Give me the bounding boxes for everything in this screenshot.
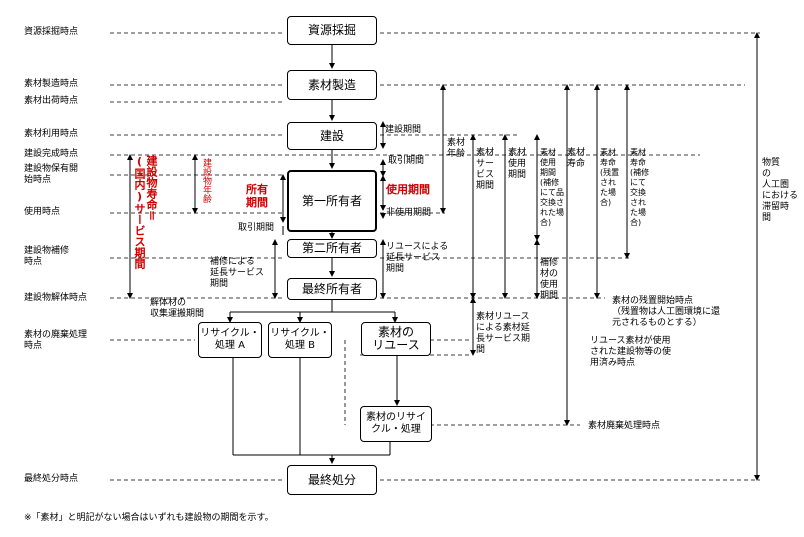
box-final-owner: 最終所有者 (287, 278, 377, 300)
timepoint-resource-mining: 資源採掘時点 (24, 27, 79, 37)
label-material-reuse-extension: 素材リユース による素材延 長サービス期 間 (476, 312, 531, 355)
label-material-service: 素材 サー ビス 期間 (476, 148, 495, 191)
label-material-use-period: 素材 使用 期間 (508, 148, 527, 180)
timepoint-repair: 建設物補修 時点 (24, 246, 70, 267)
box-material-production: 素材製造 (287, 70, 377, 100)
timepoint-construction-complete: 建設完成時点 (24, 149, 79, 159)
label-material-life-left: 素材 寿命 (残置 され た場 合) (600, 148, 620, 207)
label-material-use-period-repair: 素材 使用 期間 (補修 にて品 交換さ れた場 合) (540, 148, 564, 227)
label-usage-period: 使用期間 (386, 183, 430, 196)
label-ownership-period: 所有 期間 (246, 183, 268, 209)
timepoint-possession-start: 建設物保有開 始時点 (24, 164, 79, 185)
label-repair-extension: 補修による 延長サービス 期間 (210, 257, 265, 289)
box-second-owner: 第二所有者 (287, 239, 377, 258)
box-material-recycle: 素材のリサイ クル・処理 (360, 406, 432, 442)
label-material-age: 素材 年齢 (447, 138, 466, 159)
label-material-life-replaced: 素材 寿命 (補修 にて 交換 され た場 合) (630, 148, 650, 227)
label-residual-start: 素材の残置開始時点 （残置物は人工圏環境に還 元されるものとする） (612, 296, 721, 328)
label-material-lifespan: 素材 寿命 (567, 148, 586, 169)
flow-arrows (227, 45, 400, 464)
timepoint-demolition: 建設物解体時点 (24, 293, 88, 303)
label-building-age: 建設物年齢 (201, 158, 211, 203)
timepoint-material-shipping: 素材出荷時点 (24, 96, 79, 106)
label-construction-period: 建設期間 (385, 125, 422, 135)
box-resource-mining: 資源採掘 (287, 16, 377, 45)
label-repair-material-use: 補修 材の 使用 期間 (540, 258, 559, 301)
label-reuse-extension: リユースによる 延長サービス 期間 (386, 242, 449, 274)
label-building-lifespan: 建設物寿命＝ (国内)サービス期間 (133, 155, 158, 269)
label-non-use-period: 非使用期間 (386, 208, 432, 218)
label-demolition-transport: 解体材の 収集運搬期間 (150, 298, 205, 319)
box-final-disposal: 最終処分 (287, 465, 377, 495)
box-recycle-a: リサイクル・ 処理 A (198, 322, 262, 358)
timepoint-material-production: 素材製造時点 (24, 79, 79, 89)
timepoint-material-disposal: 素材の廃棄処理 時点 (24, 330, 88, 351)
span-arrows (127, 32, 760, 481)
label-stock-period: 物質 の 人工圏 における 滞留時 間 (762, 158, 799, 223)
label-transaction-period-1: 取引期間 (388, 156, 425, 166)
timepoint-use: 使用時点 (24, 207, 61, 217)
box-recycle-b: リサイクル・ 処理 B (268, 322, 332, 358)
label-reuse-used-point: リユース素材が使用 された建設物等の使 用済み時点 (590, 336, 672, 368)
box-first-owner: 第一所有者 (287, 170, 377, 232)
box-material-reuse: 素材の リユース (361, 322, 431, 356)
timepoint-final-disposal: 最終処分時点 (24, 474, 79, 484)
label-transaction-period-2: 取引期間 (238, 223, 275, 233)
label-material-disposal-point: 素材廃棄処理時点 (588, 421, 661, 431)
timeline-guides (110, 32, 760, 481)
footnote: ※「素材」と明記がない場合はいずれも建設物の期間を示す。 (24, 513, 274, 523)
timepoint-material-use: 素材利用時点 (24, 129, 79, 139)
box-construction: 建設 (287, 122, 377, 150)
